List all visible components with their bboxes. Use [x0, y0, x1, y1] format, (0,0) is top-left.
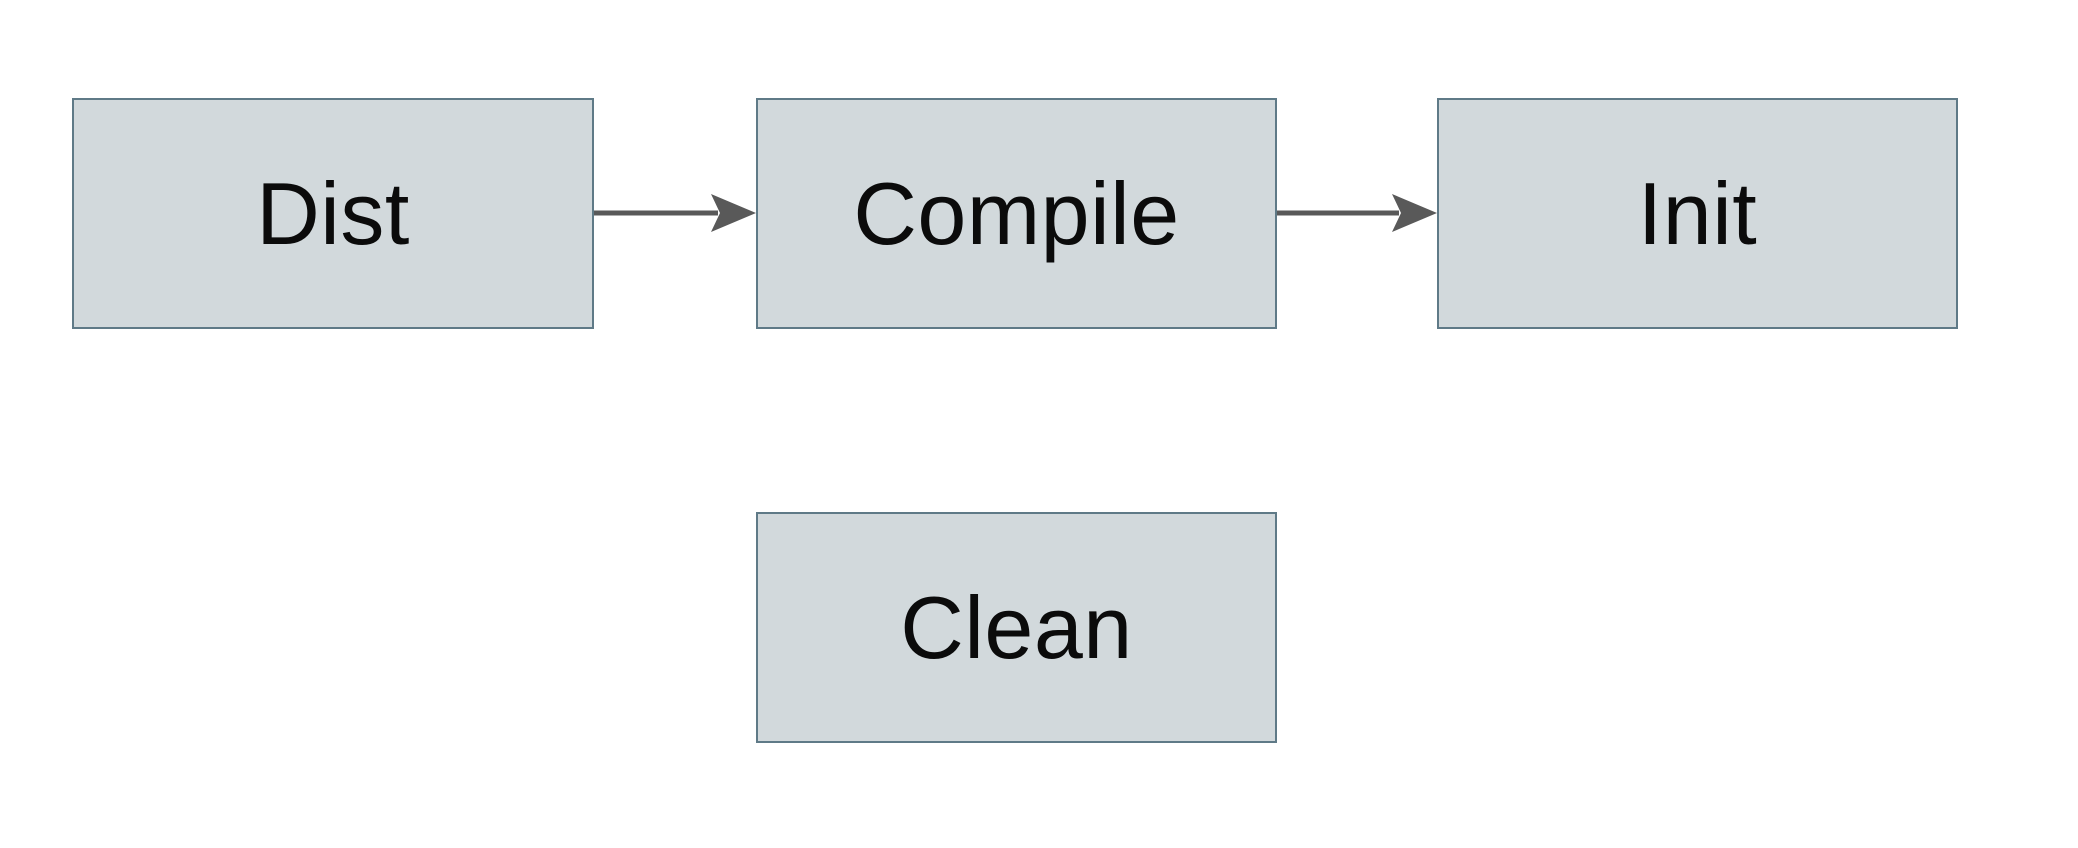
node-compile-label: Compile — [853, 163, 1180, 263]
node-clean-label: Clean — [900, 577, 1133, 677]
arrow-dist-to-compile-icon — [594, 194, 756, 232]
node-dist: Dist — [72, 98, 594, 329]
node-dist-label: Dist — [256, 163, 410, 263]
node-compile: Compile — [756, 98, 1277, 329]
node-init-label: Init — [1637, 163, 1758, 263]
node-init: Init — [1437, 98, 1958, 329]
arrow-compile-to-init-icon — [1277, 194, 1437, 232]
node-clean: Clean — [756, 512, 1277, 743]
